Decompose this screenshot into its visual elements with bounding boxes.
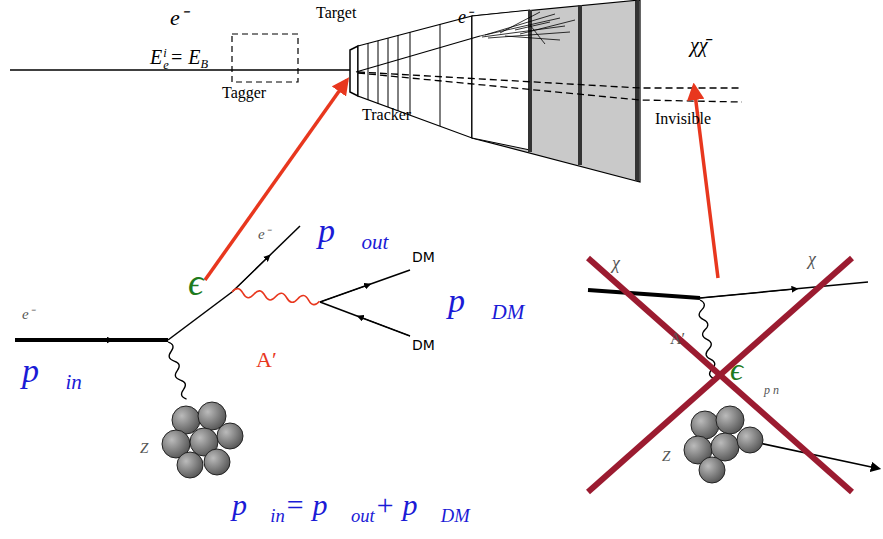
math-label: A′	[670, 330, 685, 348]
label-text: p⃗	[232, 488, 270, 521]
math-label: p⃗in= p⃗out+ p⃗DM	[232, 488, 470, 526]
label-text: Target	[316, 4, 356, 21]
label-text: A′	[256, 347, 277, 372]
math-label: e⁻	[258, 226, 270, 243]
label-text: Tracker	[362, 106, 411, 123]
nucleus	[162, 402, 243, 478]
math-label: e⁻	[458, 8, 472, 28]
label-text: DM	[412, 249, 435, 265]
math-label: ϵ	[188, 262, 203, 304]
label-text: DM	[412, 337, 435, 353]
detector	[10, 0, 742, 182]
crossed-diagram	[588, 282, 876, 468]
label-text: e⁻	[170, 5, 187, 30]
label-text: Z	[662, 448, 670, 464]
label-text: Tagger	[222, 84, 266, 101]
math-label: DM	[412, 250, 435, 265]
label-text: = E	[170, 46, 201, 68]
label-text: Z	[140, 440, 148, 456]
label-text: A′	[670, 330, 685, 347]
label-text: p⃗	[22, 352, 65, 389]
label-text: e⁻	[258, 226, 270, 242]
label-text: Invisible	[655, 110, 711, 127]
label-text: B	[200, 57, 208, 71]
label-text: χ	[808, 249, 816, 269]
label-text: e⁻	[22, 306, 34, 322]
math-label: χ	[612, 254, 620, 274]
math-label: Eie= EB	[150, 46, 208, 72]
label-text: p⃗	[318, 212, 361, 249]
label-text: E	[150, 46, 162, 68]
math-label: p⃗in	[22, 352, 82, 395]
label-text: in	[65, 370, 81, 394]
math-label: p⃗out	[318, 212, 388, 255]
label-text: e	[163, 59, 169, 71]
math-label: A′	[256, 348, 277, 372]
label-text: + p⃗	[375, 488, 441, 521]
label-text: p n	[764, 383, 779, 397]
cross-out	[588, 258, 852, 492]
label-text: ϵ	[188, 261, 203, 303]
nucleus	[684, 406, 763, 483]
math-label: p⃗DM	[448, 282, 524, 325]
math-label: Target	[316, 4, 356, 22]
math-label: χχ̄	[690, 34, 708, 56]
math-label: p n	[764, 384, 779, 397]
label-text: i	[163, 47, 169, 59]
label-text: DM	[491, 300, 524, 324]
label-text: e⁻	[458, 7, 472, 27]
label-text: ϵ	[730, 351, 743, 387]
label-text: p⃗	[448, 282, 491, 319]
math-label: Z	[140, 440, 148, 457]
label-text: DM	[441, 505, 470, 526]
math-label: e⁻	[170, 6, 187, 30]
math-label: ϵ	[730, 352, 743, 387]
label-text: out	[351, 505, 375, 526]
feynman-diagram	[15, 226, 410, 400]
math-label: Tracker	[362, 106, 411, 124]
math-label: e⁻	[22, 306, 34, 323]
index-stack: ie	[163, 47, 169, 72]
label-text: = p⃗	[285, 488, 351, 521]
label-text: in	[270, 505, 284, 526]
math-label: χ	[808, 250, 816, 270]
label-text: χ	[612, 253, 620, 273]
math-label: Z	[662, 448, 670, 465]
label-text: χχ̄	[690, 34, 708, 56]
label-text: out	[361, 230, 388, 254]
math-label: DM	[412, 338, 435, 353]
math-label: Tagger	[222, 84, 266, 102]
math-label: Invisible	[655, 110, 711, 128]
